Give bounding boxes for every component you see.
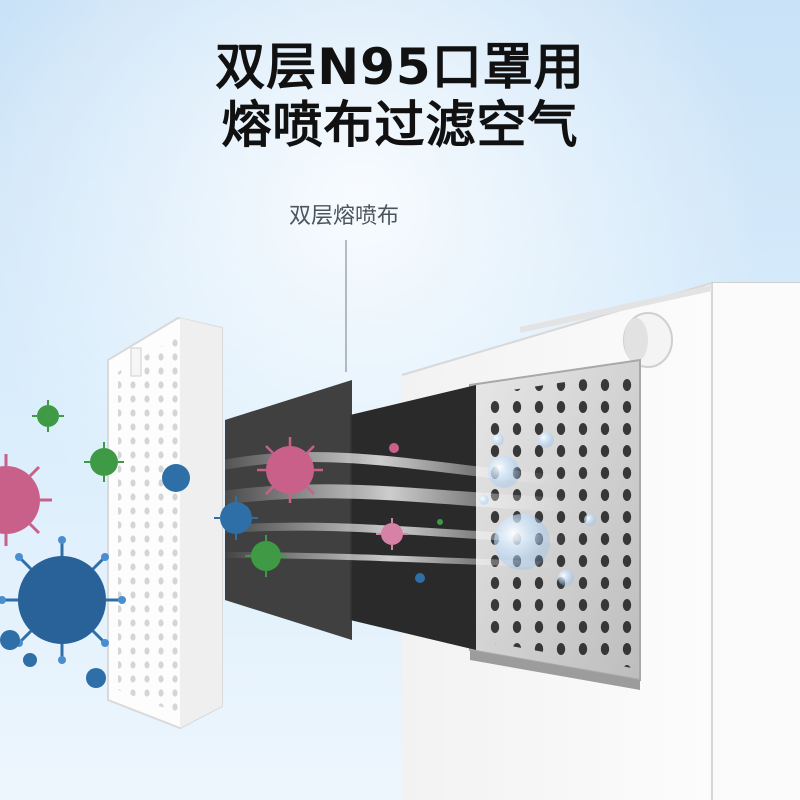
virus-icon: [0, 400, 443, 688]
meltblown-layer-icon: [225, 380, 476, 650]
front-filter-frame-icon: [107, 316, 223, 730]
bubble-icon: [479, 432, 596, 586]
metal-grille-icon: [469, 358, 641, 690]
callout-label: 双层熔喷布: [288, 204, 399, 229]
headline-line-2: 熔喷布过滤空气: [221, 96, 579, 154]
headline: 双层N95口罩用 熔喷布过滤空气: [0, 38, 800, 154]
headline-line-1: 双层N95口罩用: [215, 38, 585, 96]
